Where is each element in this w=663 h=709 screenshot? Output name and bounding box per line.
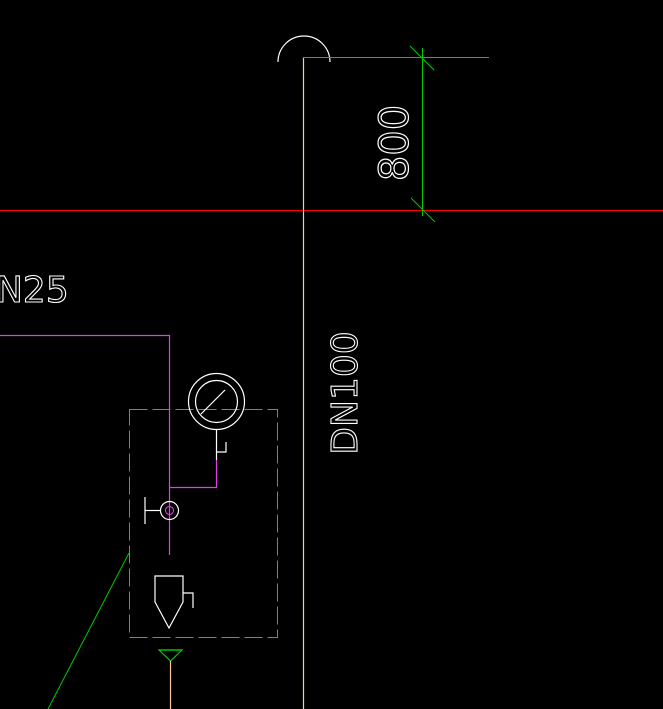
drain-funnel-icon xyxy=(157,649,184,662)
dimension-tick-bottom xyxy=(410,197,436,223)
dimension-tick-top xyxy=(409,45,435,71)
branch-pipe-size-label: N25 xyxy=(0,270,69,311)
main-pipe-size-label: DN100 xyxy=(325,331,366,454)
dimension-value-text: 800 xyxy=(372,105,418,181)
branch-pipe xyxy=(0,334,171,555)
strainer-icon xyxy=(154,575,194,630)
leader-line xyxy=(47,552,130,709)
gauge-connection-pipe xyxy=(169,460,218,489)
pressure-gauge-icon xyxy=(187,372,246,460)
vent-cap-arc-icon xyxy=(277,35,331,63)
equipment-frame xyxy=(129,409,278,638)
valve-icon xyxy=(144,497,180,524)
